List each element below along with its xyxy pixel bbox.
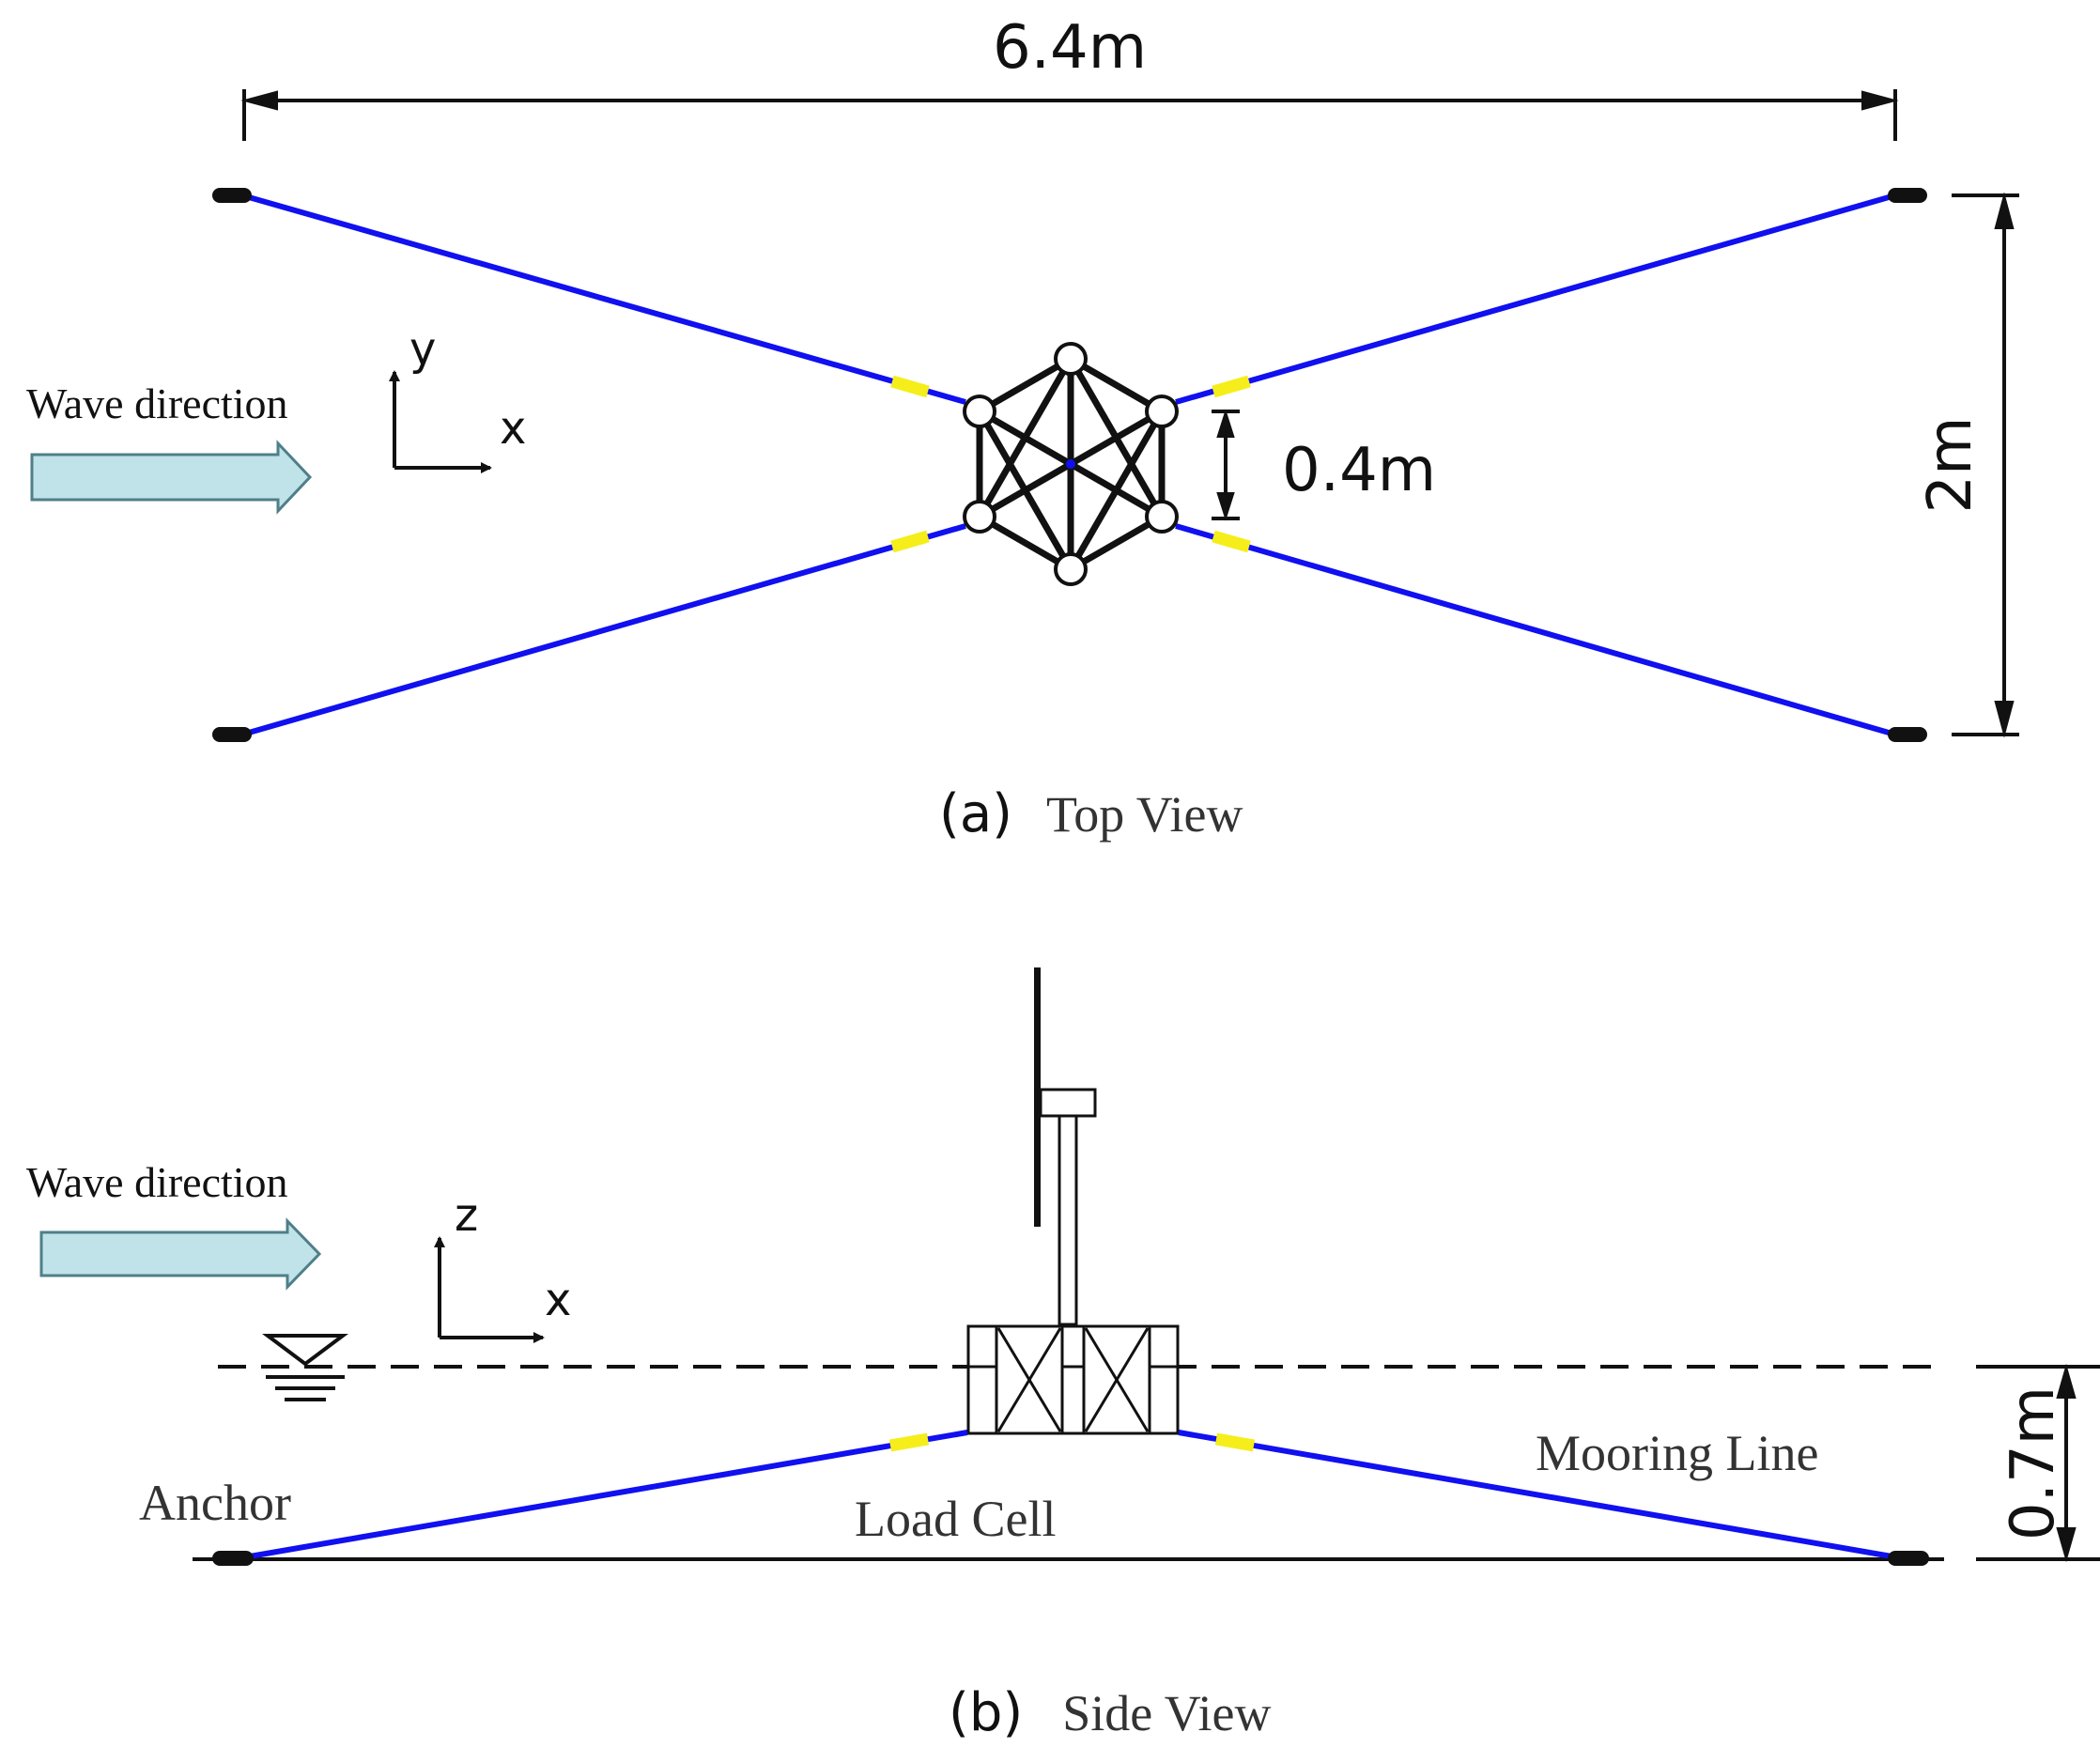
wave-direction-label-side: Wave direction [26,1158,288,1206]
platform-center [1064,457,1077,471]
load-cell-label: Load Cell [855,1491,1056,1547]
top-load-cells [890,375,1251,553]
caption-a: (a) Top View [939,783,1243,844]
axis-x-label-side: x [545,1274,571,1326]
mooring-line-label: Mooring Line [1536,1425,1818,1481]
mooring-line-upper-right [1175,193,1896,405]
top-mooring-lines [241,193,1896,737]
depth-dimension [1976,1363,2100,1563]
spacing-dimension [1212,409,1240,521]
load-cell-upper-right [1212,375,1251,398]
axes-top [389,370,492,473]
spacing-dimension-label: 0.4m [1282,436,1436,505]
width-dimension-label: 2m [1916,416,1985,513]
load-cell-lower-left [890,530,930,553]
mooring-line-side-right [1178,1430,1898,1560]
wind-turbine [1034,967,1097,1326]
depth-dimension-label: 0.7m [1999,1386,2068,1540]
anchor-upper-right [1888,188,1927,203]
mooring-line-lower-left [241,523,966,737]
anchor-label: Anchor [139,1475,291,1531]
mooring-line-side-left [243,1430,968,1560]
axis-x-label-top: x [500,402,526,455]
platform-columns [963,342,1179,586]
platform-side [966,1324,1180,1435]
turbine-nacelle [1039,1088,1097,1118]
anchor-side-left [212,1551,254,1566]
side-mooring-lines [243,1430,1898,1560]
axes-side [434,1236,545,1343]
load-cell-upper-left [890,375,930,398]
caption-b-letter: (b) [949,1682,1023,1743]
wave-direction-arrow-top [30,440,313,515]
axis-y-label: y [409,323,436,376]
water-level-symbol [262,1334,348,1401]
caption-a-text: Top View [1046,786,1243,843]
load-cell-side-right [1214,1432,1256,1452]
anchor-upper-left [212,188,252,203]
top-anchors [212,188,1927,742]
side-load-cells [888,1432,1256,1452]
top-view-panel: 6.4m 2m [26,13,2019,844]
side-anchors [212,1551,1929,1566]
wave-direction-label-top: Wave direction [26,379,288,427]
turbine-blade [1034,967,1041,1227]
axis-z-label: z [455,1189,478,1242]
width-dimension [1952,192,2019,738]
length-dimension-label: 6.4m [993,13,1147,83]
length-dimension [240,89,1899,141]
load-cell-side-left [888,1432,930,1452]
caption-b: (b) Side View [949,1682,1272,1743]
load-cell-lower-right [1212,530,1251,553]
anchor-side-right [1888,1551,1929,1566]
side-view-panel: 0.7m Wave direction z x Anchor Load Cell… [26,967,2100,1743]
turbine-tower [1058,1114,1078,1326]
caption-b-text: Side View [1062,1685,1271,1741]
mooring-line-lower-right [1175,523,1896,737]
caption-a-letter: (a) [939,783,1012,844]
mooring-line-upper-left [241,193,966,405]
wave-direction-arrow-side [39,1217,322,1291]
anchor-lower-left [212,727,252,742]
anchor-lower-right [1888,727,1927,742]
